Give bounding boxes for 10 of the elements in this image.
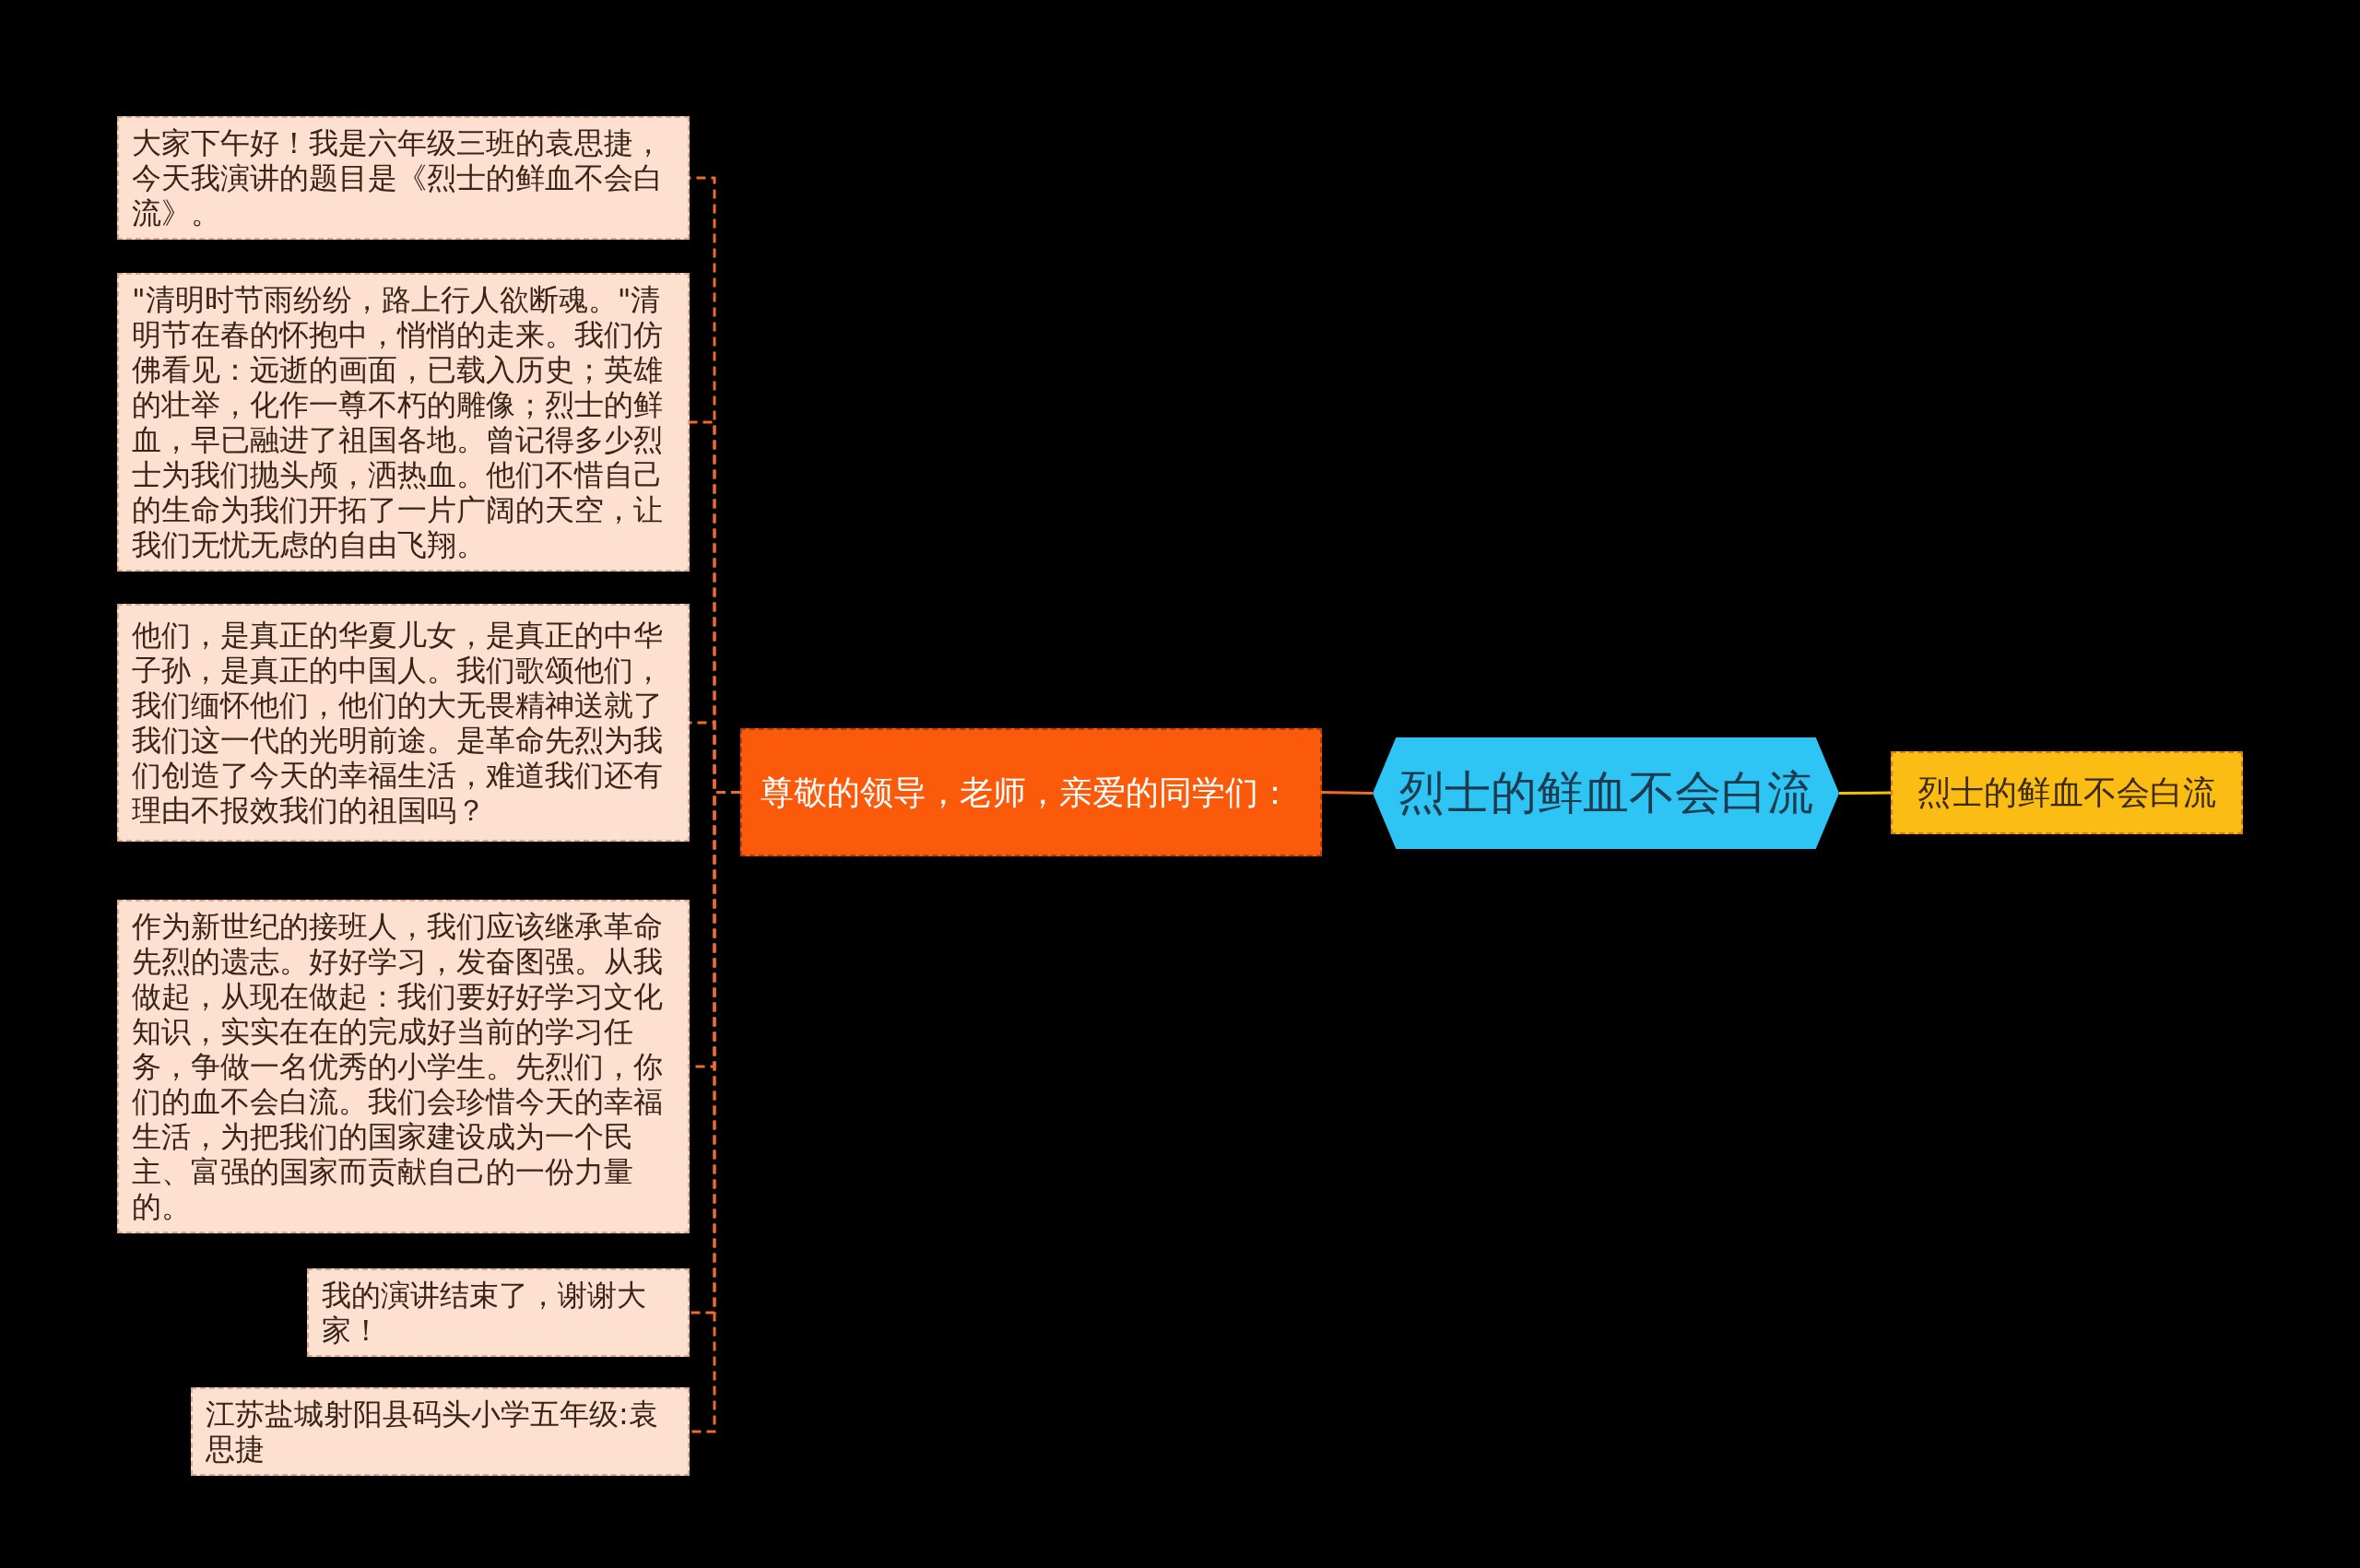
text-box: 我的演讲结束了，谢谢大家！ [307,1268,690,1357]
connector-line [1321,791,1374,795]
text-box: 他们，是真正的华夏儿女，是真正的中华子孙，是真正的中国人。我们歌颂他们，我们缅怀他们，他们的大无畏精神送就了我们这一代的光明前途。是革命先烈为我们创造了今天的幸福生活，难道我们还有理由不报效我们的祖国吗？ [117,604,690,842]
subtopic-box: 烈士的鲜血不会白流 [1891,751,2243,834]
text-box: "清明时节雨纷纷，路上行人欲断魂。"清明节在春的怀抱中，悄悄的走来。我们仿佛看见：远逝的画面，已载入历史；英雄的壮举，化作一尊不朽的雕像；烈士的鲜血，早已融进了祖国各地。曾记得多少烈士为我们抛头颅，洒热血。他们不惜自己的生命为我们开拓了一片广阔的天空，让我们无忧无虑的自由飞翔。 [117,273,690,572]
connector-line [1839,791,1891,795]
text-box: 作为新世纪的接班人，我们应该继承革命先烈的遗志。好好学习，发奋图强。从我做起，从现在做起：我们要好好学习文化知识，实实在在的完成好当前的学习任务，争做一名优秀的小学生。先烈们，你们的血不会白流。我们会珍惜今天的幸福生活，为把我们的国家建设成为一个民主、富强的国家而贡献自己的一份力量的。 [117,900,690,1233]
text-box: 大家下午好！我是六年级三班的袁思捷，今天我演讲的题目是《烈士的鲜血不会白流》。 [117,116,690,240]
branch-box: 尊敬的领导，老师，亲爱的同学们： [740,728,1322,856]
text-box: 江苏盐城射阳县码头小学五年级:袁思捷 [191,1387,690,1476]
